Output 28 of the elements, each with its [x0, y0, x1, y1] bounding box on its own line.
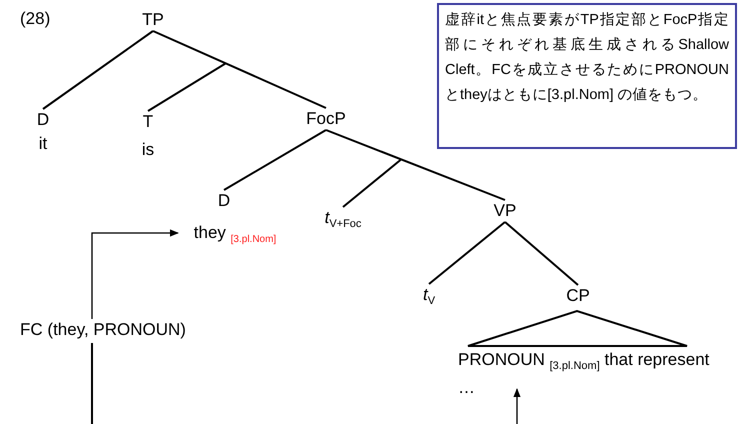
node-label: VP: [492, 200, 518, 222]
connector-line: [91, 343, 93, 424]
branch-line: [326, 129, 506, 201]
node-label: FC (they, PRONOUN): [19, 319, 187, 341]
branch-line: [147, 62, 226, 112]
category-label: D: [36, 109, 50, 131]
node-label: FocP: [305, 108, 347, 130]
node-label: t$_{V}$: [422, 284, 436, 309]
branch-line: [504, 221, 579, 286]
arrow: [513, 388, 521, 424]
node-label: TP: [141, 9, 165, 31]
branch-line: [342, 158, 402, 208]
branch-line: [428, 221, 506, 285]
word-label: is: [140, 139, 156, 161]
arrow: [91, 229, 179, 319]
branch-line: [224, 129, 326, 191]
branch-line: [152, 30, 326, 109]
node-label: t$_{V+Foc}$: [324, 207, 362, 232]
node-label: they $_{[3.pl.Nom]}$: [192, 222, 278, 247]
note-box: [437, 3, 737, 149]
node-label: CP: [565, 285, 591, 307]
category-label: T: [142, 111, 154, 133]
note-text: 虚辞itと焦点要素がTP指定部とFocP指定部にそれぞれ基底生成されるShallow Cleft。FCを成立させるためにPRONOUNとtheyはともに[3.pl.Nom] の値をもつ。: [445, 10, 729, 105]
branch-line: [42, 30, 154, 110]
word-label: it: [38, 133, 48, 155]
clause-text: PRONOUN $_{[3.pl.Nom]}$ that represent …: [458, 349, 710, 399]
example-number: (28): [20, 9, 50, 29]
node-label: D: [216, 190, 232, 212]
